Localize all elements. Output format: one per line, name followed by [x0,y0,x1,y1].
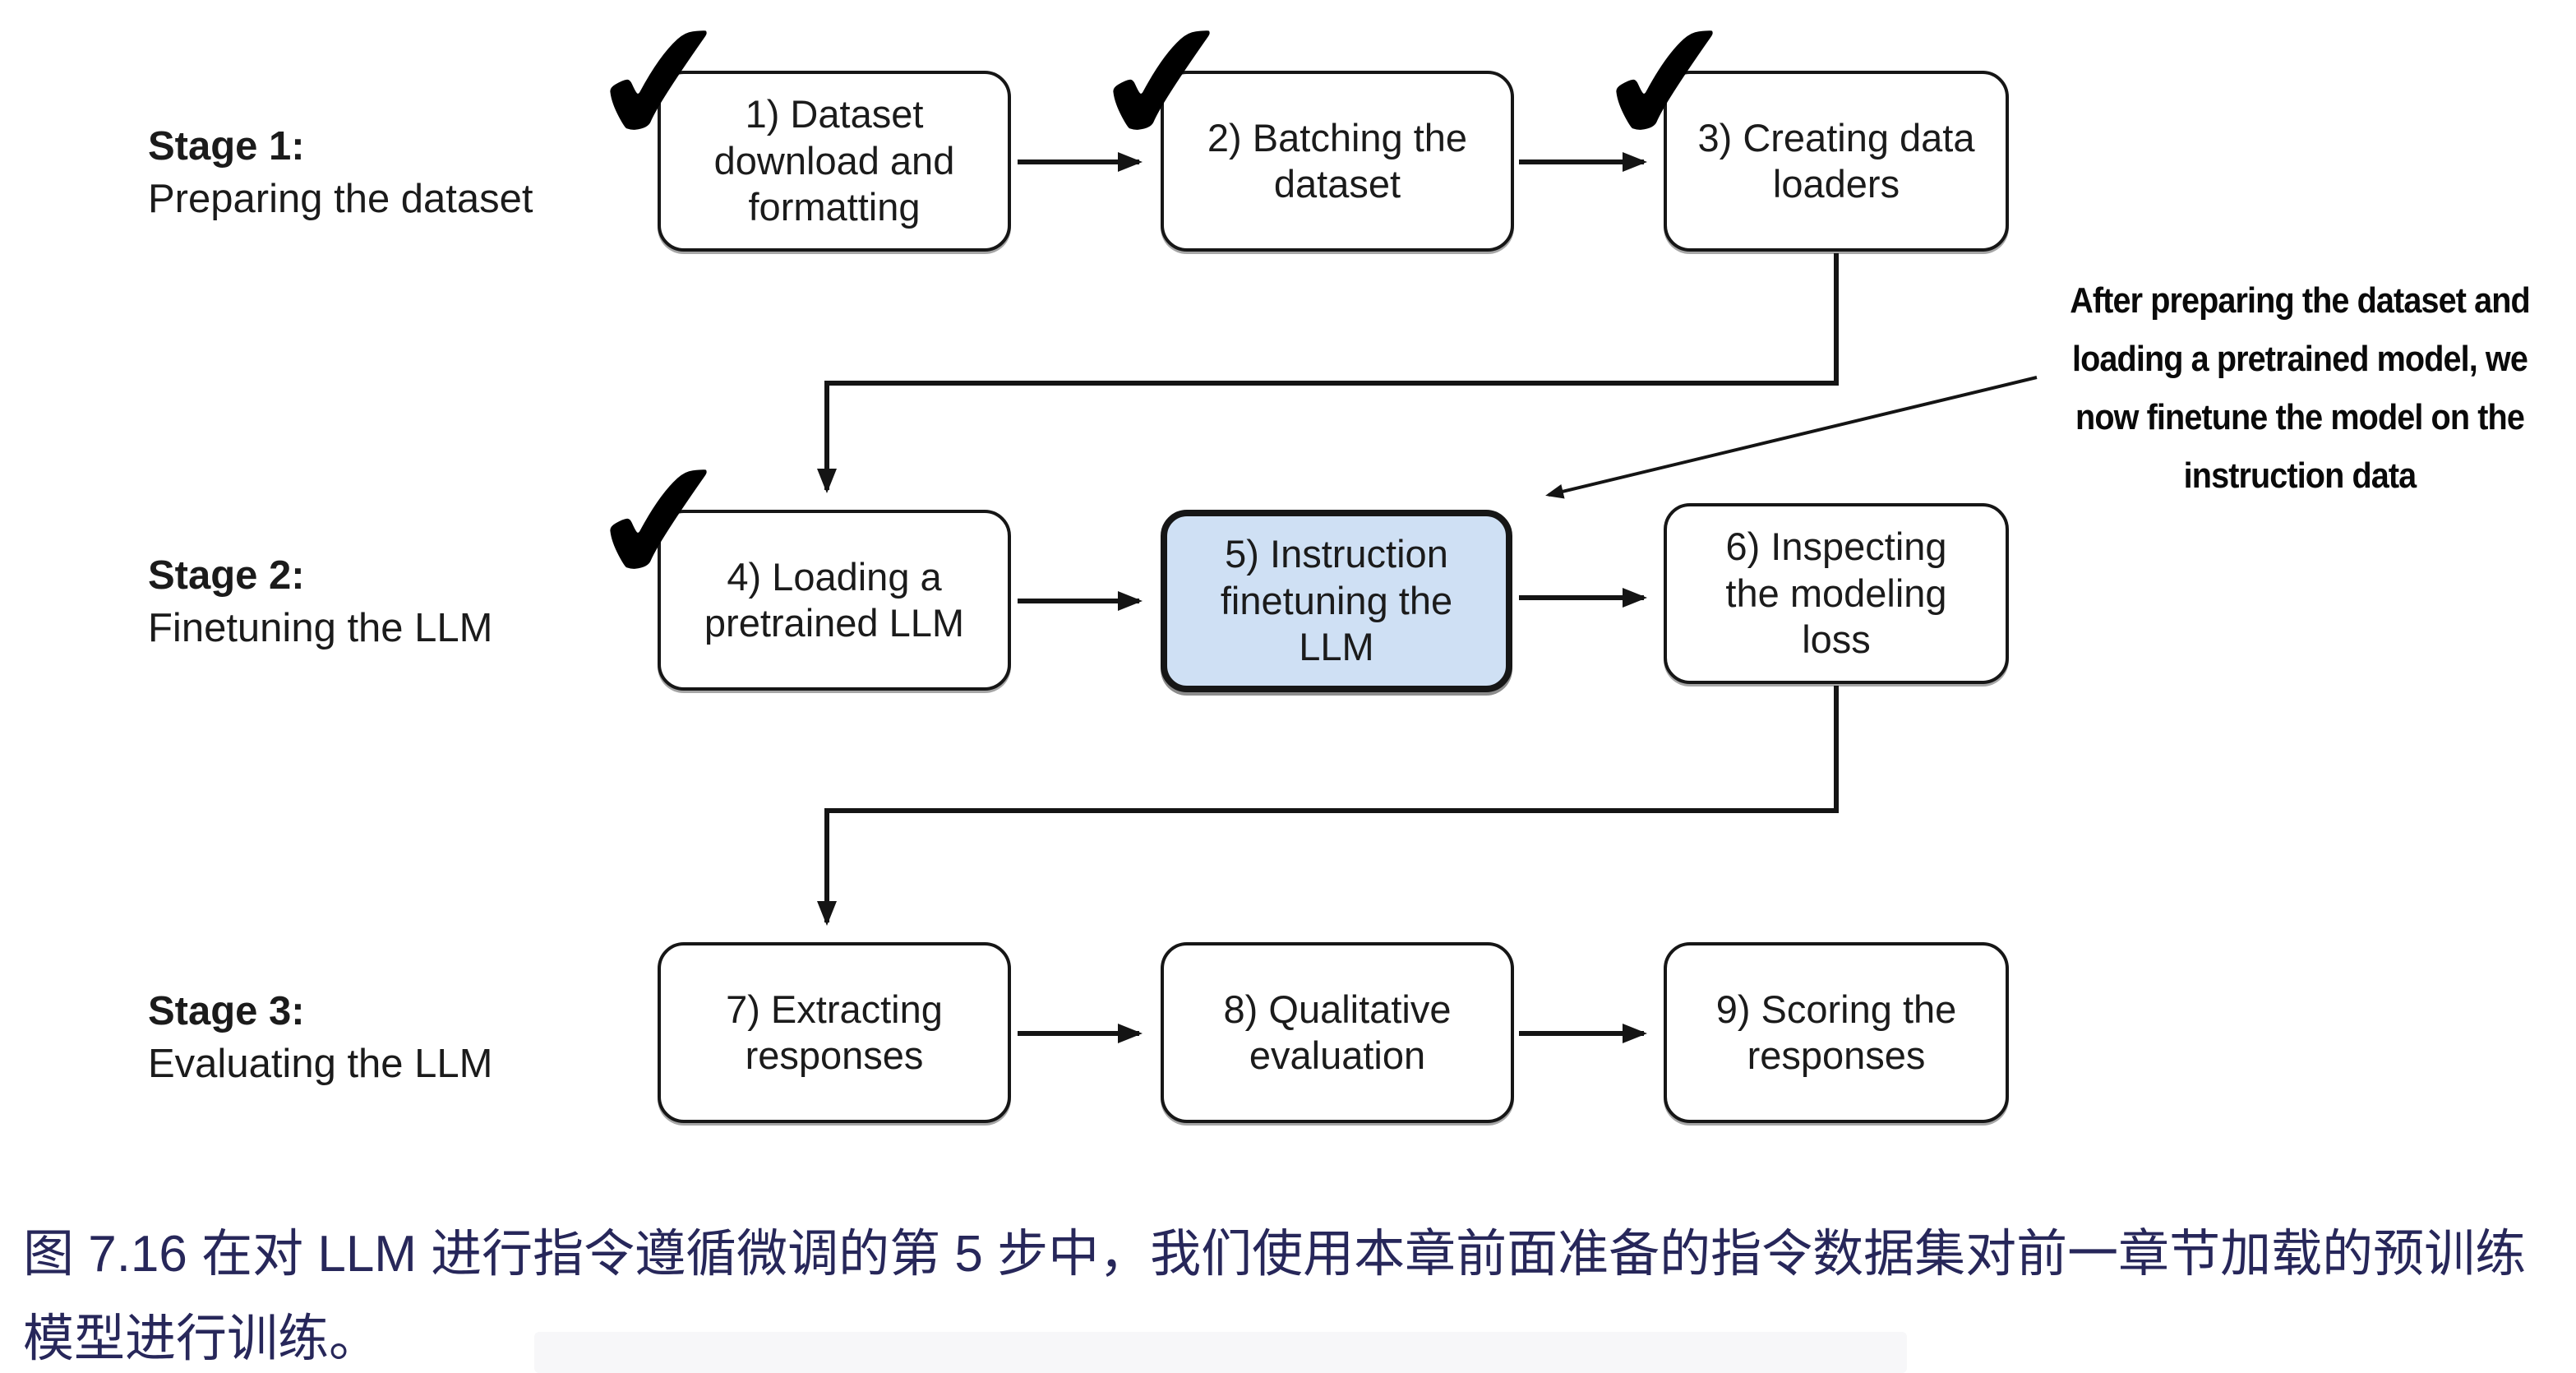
stage3-title: Stage 3: [148,989,305,1033]
annotation-line: instruction data [2183,455,2417,496]
step-box-6: 6) Inspecting the modeling loss [1664,503,2009,684]
checkmark-icon: ✔ [580,0,741,185]
annotation-note: After preparing the dataset and loading … [2052,271,2549,505]
annotation-line: now finetune the model on the [2075,397,2525,437]
annotation-line: After preparing the dataset and [2070,280,2531,321]
arrow-step3-step4-elbow [817,253,1839,493]
stage1-title: Stage 1: [148,124,305,169]
step-box-4: 4) Loading a pretrained LLM [658,510,1011,691]
arrow-annotation-step5 [1545,376,2038,499]
step-box-8: 8) Qualitative evaluation [1161,942,1514,1123]
checkmark-icon: ✔ [580,421,741,624]
stage2-subtitle: Finetuning the LLM [148,606,493,650]
stage3-subtitle: Evaluating the LLM [148,1042,493,1086]
checkmark-icon: ✔ [1586,0,1747,185]
background-band [534,1332,1907,1373]
step-box-3: 3) Creating data loaders [1664,71,2009,252]
stage1-subtitle: Preparing the dataset [148,177,533,221]
stage2-label: Stage 2: Finetuning the LLM [148,549,493,654]
stage3-label: Stage 3: Evaluating the LLM [148,985,493,1090]
step-box-5-highlighted: 5) Instruction finetuning the LLM [1161,510,1512,692]
step-box-9: 9) Scoring the responses [1664,942,2009,1123]
checkmark-icon: ✔ [1083,0,1244,185]
stage2-title: Stage 2: [148,553,305,598]
arrow-step6-step7-elbow [817,686,1839,926]
figure-caption: 图 7.16 在对 LLM 进行指令遵循微调的第 5 步中，我们使用本章前面准备… [23,1226,2527,1367]
stage1-label: Stage 1: Preparing the dataset [148,120,533,225]
annotation-line: loading a pretrained model, we [2072,339,2528,379]
step-box-1: 1) Dataset download and formatting [658,71,1011,252]
step-box-7: 7) Extracting responses [658,942,1011,1123]
step-box-2: 2) Batching the dataset [1161,71,1514,252]
